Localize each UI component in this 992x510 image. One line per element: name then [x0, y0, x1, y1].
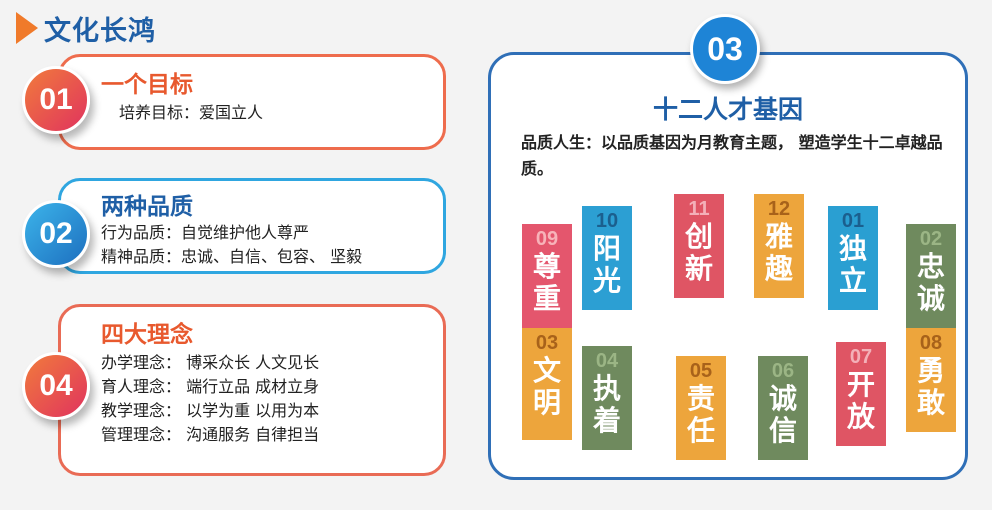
- tile-number: 03: [535, 332, 559, 354]
- card-line: 教学理念： 以学为重 以用为本: [101, 401, 320, 420]
- tile-10: 10 阳光: [582, 206, 632, 310]
- card-title: 四大理念: [101, 321, 193, 348]
- tile-word: 责任: [686, 382, 715, 447]
- panel-description: 品质人生：以品质基因为月教育主题， 塑造学生十二卓越品质。: [521, 133, 943, 178]
- card-line: 育人理念： 端行立品 成材立身: [101, 377, 320, 396]
- card-line: 行为品质：自觉维护他人尊严: [101, 223, 310, 242]
- tile-number: 02: [919, 228, 943, 250]
- tile-number: 04: [595, 350, 619, 372]
- card-one-goal: 一个目标 培养目标：爱国立人: [58, 54, 446, 150]
- tile-03: 03 文明: [522, 328, 572, 440]
- section-header: 文化长鸿: [16, 6, 156, 50]
- card-line: 培养目标：爱国立人: [119, 103, 264, 122]
- tile-word: 独立: [838, 232, 867, 297]
- tile-word: 忠诚: [916, 250, 945, 315]
- badge-01: 01: [22, 66, 90, 134]
- tile-06: 06 诚信: [758, 356, 808, 460]
- tile-word: 勇敢: [916, 354, 945, 419]
- tile-word: 雅趣: [764, 220, 793, 285]
- tile-12: 12 雅趣: [754, 194, 804, 298]
- card-title: 一个目标: [101, 71, 193, 98]
- tile-word: 开放: [846, 368, 875, 433]
- tile-number: 09: [535, 228, 559, 250]
- tile-02: 02 忠诚: [906, 224, 956, 328]
- badge-03: 03: [690, 14, 760, 84]
- tile-01: 01 独立: [828, 206, 878, 310]
- tile-number: 11: [688, 198, 710, 220]
- tile-08: 08 勇敢: [906, 328, 956, 432]
- tile-number: 12: [767, 198, 791, 220]
- tile-word: 创新: [684, 220, 713, 285]
- tile-number: 07: [849, 346, 873, 368]
- arrow-icon: [16, 12, 38, 44]
- tile-word: 尊重: [532, 250, 561, 315]
- tile-word: 阳光: [592, 232, 621, 297]
- tile-09: 09 尊重: [522, 224, 572, 328]
- tile-number: 01: [841, 210, 865, 232]
- card-title: 两种品质: [101, 193, 193, 220]
- tile-word: 执着: [592, 372, 621, 437]
- tile-number: 10: [595, 210, 619, 232]
- tile-word: 文明: [532, 354, 561, 419]
- tile-number: 06: [771, 360, 795, 382]
- tile-07: 07 开放: [836, 342, 886, 446]
- card-line: 管理理念： 沟通服务 自律担当: [101, 425, 320, 444]
- page-title: 文化长鸿: [44, 15, 156, 47]
- card-line: 办学理念： 博采众长 人文见长: [101, 353, 320, 372]
- tile-number: 05: [689, 360, 713, 382]
- badge-04: 04: [22, 352, 90, 420]
- card-two-qualities: 两种品质 行为品质：自觉维护他人尊严 精神品质：忠诚、自信、包容、 坚毅: [58, 178, 446, 274]
- tile-11: 11 创新: [674, 194, 724, 298]
- card-four-concepts: 四大理念 办学理念： 博采众长 人文见长 育人理念： 端行立品 成材立身 教学理…: [58, 304, 446, 476]
- panel-title: 十二人才基因: [652, 95, 803, 124]
- card-line: 精神品质：忠诚、自信、包容、 坚毅: [101, 247, 363, 266]
- tile-word: 诚信: [768, 382, 797, 447]
- tile-04: 04 执着: [582, 346, 632, 450]
- tile-05: 05 责任: [676, 356, 726, 460]
- tile-number: 08: [919, 332, 943, 354]
- badge-02: 02: [22, 200, 90, 268]
